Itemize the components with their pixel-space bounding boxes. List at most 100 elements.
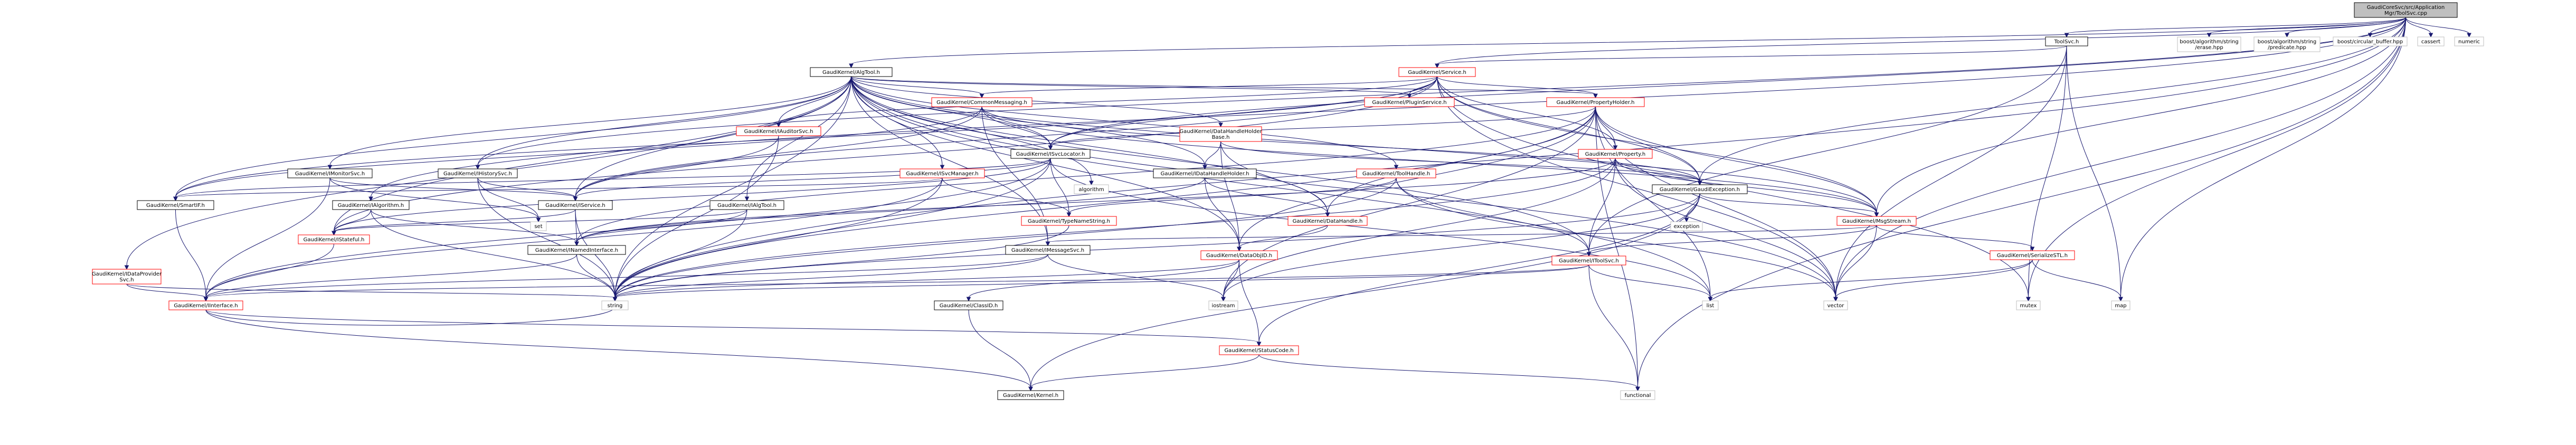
edge-gk_propholder-to-gk_inamedinterface: [576, 106, 1596, 243]
node-box-gk-iauditorsvc: [736, 126, 821, 136]
node-gk-typenamestring[interactable]: GaudiKernel/TypeNameString.h: [1021, 216, 1117, 226]
node-label-line-mutex-0: mutex: [2020, 303, 2037, 309]
edge-gk_algtool-to-algorithm: [851, 76, 1092, 182]
node-label-line-map-0: map: [2115, 303, 2126, 309]
node-gk-datahandle[interactable]: GaudiKernel/DataHandle.h: [1287, 216, 1368, 226]
edge-root-to-map: [2120, 17, 2406, 298]
node-label-gk-gaudiexception: GaudiKernel/GaudiException.h: [1660, 187, 1740, 193]
edge-gk_datahandleholderbase-to-gk_idatahandleholder: [1205, 141, 1221, 166]
node-label-line-gk-serializestl-0: GaudiKernel/SerializeSTL.h: [1997, 253, 2068, 259]
node-gk-idatahandleholder[interactable]: GaudiKernel/IDataHandleHolder.h: [1153, 168, 1257, 178]
node-gk-statuscode[interactable]: GaudiKernel/StatusCode.h: [1219, 345, 1299, 355]
edge-root-to-mutex: [2028, 17, 2406, 298]
edge-gk_typenamestring-to-string: [614, 225, 1069, 298]
edge-gk_gaudiexception-to-iostream: [1223, 193, 1700, 298]
node-gk-isvclocator[interactable]: GaudiKernel/ISvcLocator.h: [1010, 149, 1091, 159]
edge-gk_algtool-to-gk_itoolsvc: [851, 76, 1589, 253]
node-gk-imonitorsvc[interactable]: GaudiKernel/IMonitorSvc.h: [287, 168, 373, 178]
node-label-gk-iauditorsvc: GaudiKernel/IAuditorSvc.h: [744, 129, 813, 135]
node-gk-service[interactable]: GaudiKernel/Service.h: [1398, 67, 1476, 77]
edge-arrowhead-gk_isvcmanager-to-gk_typenamestring: [1066, 212, 1072, 217]
node-gk-iauditorsvc[interactable]: GaudiKernel/IAuditorSvc.h: [736, 126, 821, 136]
edge-gk_commonmsg-to-gk_smartif: [175, 106, 982, 198]
node-gk-ihistorysvc[interactable]: GaudiKernel/IHistorySvc.h: [438, 168, 518, 178]
node-label-gk-ihistorysvc: GaudiKernel/IHistorySvc.h: [443, 171, 512, 177]
edge-gk_property-to-gk_gaudiexception: [1615, 158, 1700, 182]
edge-gk_algtool-to-gk_msgstream: [851, 76, 1877, 214]
edge-gk_iclassid-to-gk_kernel: [968, 309, 1031, 388]
node-gk-iservice[interactable]: GaudiKernel/IService.h: [538, 200, 613, 210]
edge-arrowhead-toolsvc_h-to-gk_service: [1435, 63, 1439, 69]
node-label-line-gk-propholder-0: GaudiKernel/PropertyHolder.h: [1556, 100, 1634, 106]
node-gk-itoolsvc[interactable]: GaudiKernel/IToolSvc.h: [1551, 255, 1626, 266]
node-gk-smartif[interactable]: GaudiKernel/SmartIF.h: [137, 200, 214, 210]
edge-gk_algtool-to-gk_isvclocator: [851, 76, 1051, 147]
node-label-algorithm: algorithm: [1078, 187, 1104, 193]
node-label-line-gk-algtool-0: GaudiKernel/AlgTool.h: [822, 70, 880, 75]
node-box-gk-iinterface: [168, 300, 243, 310]
node-gk-propholder[interactable]: GaudiKernel/PropertyHolder.h: [1546, 97, 1645, 107]
node-label-gk-inamedinterface: GaudiKernel/INamedInterface.h: [535, 248, 618, 253]
edge-gk_ialgtool-to-string: [614, 209, 747, 298]
edge-arrowhead-gk_msgstream-to-gk_serializestl: [2030, 247, 2035, 252]
node-gk-property[interactable]: GaudiKernel/Property.h: [1578, 149, 1653, 159]
node-gk-gaudiexception[interactable]: GaudiKernel/GaudiException.h: [1652, 184, 1748, 194]
edge-gk_datahandleholderbase-to-gk_gaudiexception: [1220, 141, 1700, 182]
edge-gk_itoolhandle-to-vector: [1396, 177, 1836, 298]
node-gk-inamedinterface[interactable]: GaudiKernel/INamedInterface.h: [527, 245, 626, 255]
node-label-line-gk-datahandle-0: GaudiKernel/DataHandle.h: [1293, 219, 1363, 224]
edge-gk_propholder-to-gk_datahandle: [1327, 106, 1596, 214]
node-box-gk-service: [1398, 67, 1476, 77]
node-label-line-string-0: string: [608, 303, 623, 309]
node-gk-ialgtool[interactable]: GaudiKernel/IAlgTool.h: [709, 200, 784, 210]
node-box-boost-erase: [2177, 36, 2241, 52]
edge-arrowhead-root-to-boost_erase: [2206, 33, 2212, 38]
edge-gk_service-to-vector: [1437, 76, 1836, 298]
edge-root-to-boost_erase: [2209, 17, 2406, 34]
node-label-gk-serializestl: GaudiKernel/SerializeSTL.h: [1997, 253, 2068, 259]
node-label-line-boost-predicate-0: boost/algorithm/string: [2258, 39, 2316, 45]
node-label-gk-commonmsg: GaudiKernel/CommonMessaging.h: [936, 100, 1027, 106]
edge-gk_imessagesvc-to-gk_iinterface: [205, 254, 1048, 298]
node-label-boost-predicate: boost/algorithm/string/predicate.hpp: [2258, 39, 2316, 51]
edge-gk_ialgorithm-to-string: [371, 209, 615, 298]
edge-toolsvc_h-to-map: [2066, 45, 2121, 298]
edge-gk_idatahandleholder-to-gk_inamedinterface: [576, 177, 1205, 243]
edge-gk_datahandleholderbase-to-gk_datahandle: [1220, 141, 1328, 214]
node-toolsvc-h[interactable]: ToolSvc.h: [2045, 36, 2088, 46]
node-label-line-gk-gaudiexception-0: GaudiKernel/GaudiException.h: [1660, 187, 1740, 193]
edge-toolsvc_h-to-vector: [1835, 45, 2067, 298]
node-gk-dataobjid[interactable]: GaudiKernel/DataObjID.h: [1200, 250, 1278, 260]
node-box-boost-predicate: [2253, 36, 2321, 52]
node-label-line-gk-iinterface-0: GaudiKernel/IInterface.h: [174, 303, 238, 309]
node-label-line-toolsvc-h-0: ToolSvc.h: [2054, 39, 2079, 45]
node-gk-commonmsg[interactable]: GaudiKernel/CommonMessaging.h: [931, 97, 1033, 107]
edge-gk_msgstream-to-gk_serializestl: [1876, 225, 2033, 248]
node-label-gk-iclassid: GaudiKernel/ClassID.h: [940, 303, 998, 309]
node-label-gk-itoolsvc: GaudiKernel/IToolSvc.h: [1559, 258, 1619, 264]
node-gk-isvcmanager[interactable]: GaudiKernel/ISvcManager.h: [899, 168, 985, 178]
node-gk-itoolhandle[interactable]: GaudiKernel/ToolHandle.h: [1356, 168, 1436, 178]
node-gk-istateful[interactable]: GaudiKernel/IStateful.h: [298, 234, 370, 244]
edge-arrowhead-gk_gaudiexception-to-exception: [1684, 217, 1689, 223]
edge-gk_ihistorysvc-to-string: [477, 177, 615, 298]
edge-gk_iservice-to-string: [575, 209, 615, 298]
node-gk-ialgorithm[interactable]: GaudiKernel/IAlgorithm.h: [332, 200, 410, 210]
node-gk-imessagesvc[interactable]: GaudiKernel/IMessageSvc.h: [1005, 245, 1091, 255]
node-gk-iinterface[interactable]: GaudiKernel/IInterface.h: [168, 300, 243, 310]
edge-gk_itoolhandle-to-gk_itoolsvc: [1396, 177, 1589, 253]
node-gk-algtool[interactable]: GaudiKernel/AlgTool.h: [810, 67, 893, 77]
node-gk-serializestl[interactable]: GaudiKernel/SerializeSTL.h: [1990, 250, 2075, 260]
node-label-line-gk-isvcmanager-0: GaudiKernel/ISvcManager.h: [906, 171, 978, 177]
node-gk-iclassid[interactable]: GaudiKernel/ClassID.h: [934, 300, 1003, 310]
node-gk-kernel[interactable]: GaudiKernel/Kernel.h: [997, 390, 1064, 400]
edge-gk_isvcmanager-to-string: [614, 177, 943, 298]
node-label-line-vector-0: vector: [1827, 303, 1845, 309]
edge-arrowhead-gk_serializestl-to-map: [2118, 297, 2123, 302]
node-gk-msgstream[interactable]: GaudiKernel/MsgStream.h: [1836, 216, 1917, 226]
node-gk-pluginsvc[interactable]: GaudiKernel/PluginService.h: [1364, 97, 1455, 107]
